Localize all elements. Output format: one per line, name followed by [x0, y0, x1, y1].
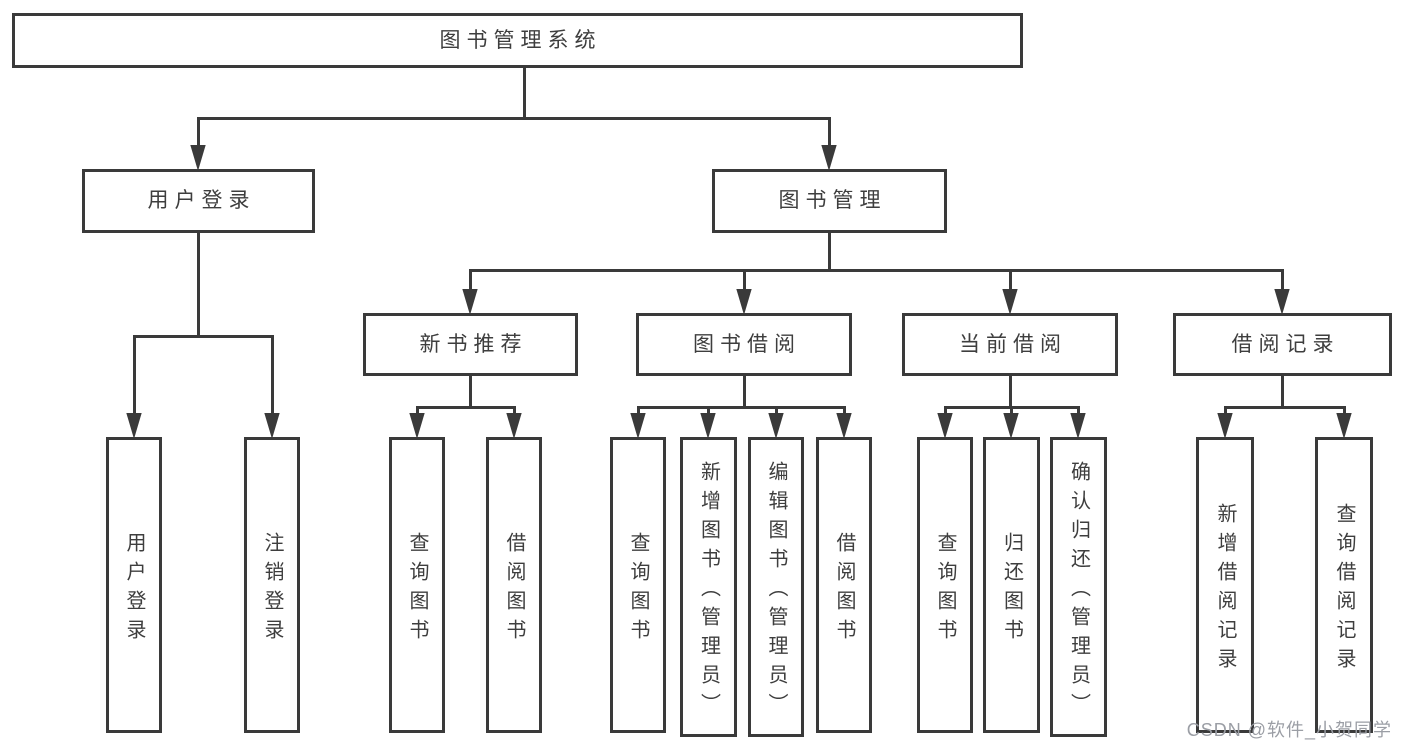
node-label: 用户登录: [147, 189, 256, 213]
arrow-head-icon: [462, 289, 478, 315]
node-book-mgmt: 图书管理: [712, 169, 947, 233]
connector-line: [469, 269, 1284, 272]
node-label: 借阅图书: [503, 531, 525, 648]
arrow-head-icon: [409, 413, 425, 439]
node-label: 当前借阅: [959, 332, 1067, 356]
arrow-head-icon: [821, 145, 837, 171]
watermark: CSDN @软件_小贺同学: [1186, 720, 1392, 740]
connector-line: [828, 118, 831, 157]
arrow-head-icon: [1002, 289, 1018, 315]
node-label: 归还图书: [1000, 531, 1023, 648]
arrow-head-icon: [836, 413, 852, 439]
connector-line: [1009, 376, 1012, 409]
node-user-login: 用户登录: [82, 169, 315, 233]
arrow-head-icon: [768, 413, 784, 439]
node-leaf-user-login: 用户登录: [106, 437, 162, 733]
node-leaf-query-borrow-record: 查询借阅记录: [1315, 437, 1373, 733]
arrow-head-icon: [736, 289, 752, 315]
node-leaf-add-borrow-record: 新增借阅记录: [1196, 437, 1254, 733]
node-leaf-edit-book: 编辑图书（管理员）: [748, 437, 804, 737]
connector-line: [523, 68, 526, 120]
arrow-head-icon: [1336, 413, 1352, 439]
node-borrow-records: 借阅记录: [1173, 313, 1392, 376]
node-label: 图书管理系统: [439, 28, 602, 52]
node-label: 注销登录: [261, 531, 283, 648]
node-label: 查询图书: [934, 531, 956, 648]
node-leaf-borrow-book-2: 借阅图书: [816, 437, 872, 733]
connector-line: [197, 118, 200, 157]
arrow-head-icon: [1003, 413, 1019, 439]
node-leaf-query-book-1: 查询图书: [389, 437, 445, 733]
node-leaf-logout-login: 注销登录: [244, 437, 300, 733]
node-label: 查询图书: [627, 531, 649, 648]
node-label: 借阅记录: [1231, 332, 1340, 356]
connector-line: [1009, 270, 1012, 301]
arrow-head-icon: [190, 145, 206, 171]
connector-line: [1281, 270, 1284, 301]
node-label: 查询图书: [406, 531, 428, 648]
node-current-borrow: 当前借阅: [902, 313, 1118, 376]
node-label: 用户登录: [123, 531, 145, 648]
node-leaf-confirm-return: 确认归还（管理员）: [1050, 437, 1107, 737]
arrow-head-icon: [506, 413, 522, 439]
node-root: 图书管理系统: [12, 13, 1023, 68]
node-label: 借阅图书: [833, 531, 855, 648]
connector-line: [469, 270, 472, 301]
connector-line: [743, 376, 746, 409]
arrow-head-icon: [1070, 413, 1086, 439]
node-book-borrow: 图书借阅: [636, 313, 852, 376]
connector-line: [743, 270, 746, 301]
connector-line: [271, 336, 274, 425]
connector-line: [469, 376, 472, 409]
node-label: 新增借阅记录: [1214, 502, 1236, 677]
arrow-head-icon: [126, 413, 142, 439]
node-label: 新书推荐: [419, 332, 528, 356]
connector-line: [197, 233, 200, 338]
node-label: 图书借阅: [693, 332, 801, 356]
node-label: 新增图书（管理员）: [697, 461, 720, 722]
connector-line: [133, 336, 136, 425]
connector-line: [637, 406, 846, 409]
arrow-head-icon: [1217, 413, 1233, 439]
node-leaf-add-book: 新增图书（管理员）: [680, 437, 737, 737]
node-leaf-borrow-book-1: 借阅图书: [486, 437, 542, 733]
connector-line: [197, 117, 831, 120]
node-label: 确认归还（管理员）: [1067, 461, 1090, 722]
connector-line: [133, 335, 274, 338]
arrow-head-icon: [264, 413, 280, 439]
connector-line: [828, 233, 831, 272]
connector-line: [416, 406, 516, 409]
node-leaf-return-book: 归还图书: [983, 437, 1040, 733]
node-label: 图书管理: [778, 189, 887, 213]
arrow-head-icon: [937, 413, 953, 439]
node-new-book-rec: 新书推荐: [363, 313, 578, 376]
arrow-head-icon: [700, 413, 716, 439]
node-label: 查询借阅记录: [1333, 502, 1355, 677]
connector-line: [1224, 406, 1346, 409]
node-leaf-query-book-2: 查询图书: [610, 437, 666, 733]
node-leaf-query-book-3: 查询图书: [917, 437, 973, 733]
node-label: 编辑图书（管理员）: [765, 461, 787, 722]
arrow-head-icon: [630, 413, 646, 439]
arrow-head-icon: [1274, 289, 1290, 315]
connector-line: [1281, 376, 1284, 409]
